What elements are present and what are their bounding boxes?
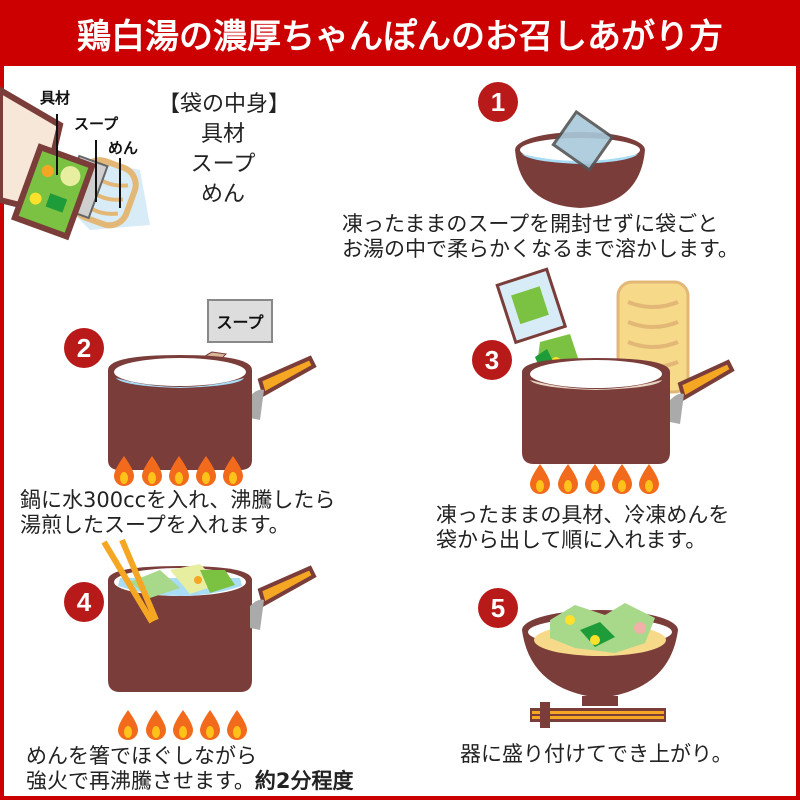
package-label-noodles: めん	[108, 139, 139, 157]
package-contents-list: 【袋の中身】 具材 スープ めん	[158, 90, 291, 210]
package-contents-icon	[0, 86, 150, 241]
contents-item: めん	[200, 182, 245, 207]
flames-icon	[530, 464, 659, 494]
served-bowl-icon	[522, 603, 678, 728]
contents-item: 具材	[200, 122, 245, 147]
pot-pour-soup-icon: スープ	[108, 299, 317, 470]
pot-add-ingredients-noodles-icon	[495, 267, 735, 464]
step-4-duration: 約2分程度	[254, 769, 354, 793]
flames-icon	[118, 710, 247, 740]
package-label-soup: スープ	[74, 115, 119, 133]
contents-item: スープ	[190, 152, 256, 177]
step-2-text: 鍋に水300ccを入れ、沸騰したら 湯煎したスープを入れます。	[20, 488, 336, 537]
flames-icon	[114, 456, 243, 486]
package-label-ingredients: 具材	[40, 89, 71, 107]
bowl-with-soup-pack-icon	[515, 109, 645, 208]
step-1-text: 凍ったままのスープを開封せずに袋ごと お湯の中で柔らかくなるまで溶かします。	[342, 212, 739, 261]
step-1-badge: 1	[478, 82, 518, 122]
step-5-badge: 5	[478, 588, 518, 628]
step-5-text: 器に盛り付けてでき上がり。	[460, 742, 733, 766]
contents-title: 【袋の中身】	[158, 92, 291, 117]
soup-packet-label: スープ	[216, 313, 264, 332]
header-banner: 鶏白湯の濃厚ちゃんぽんのお召しあがり方	[0, 0, 800, 66]
step-3-badge: 3	[472, 340, 512, 380]
step-3-text: 凍ったままの具材、冷凍めんを 袋から出して順に入れます。	[436, 503, 730, 552]
step-2-badge: 2	[64, 328, 104, 368]
step-4-badge: 4	[64, 582, 104, 622]
page-title: 鶏白湯の濃厚ちゃんぽんのお召しあがり方	[77, 16, 723, 57]
step-4-text: めんを箸でほぐしながら 強火で再沸騰させます。約2分程度	[26, 744, 354, 793]
pot-chopsticks-icon	[101, 538, 317, 692]
